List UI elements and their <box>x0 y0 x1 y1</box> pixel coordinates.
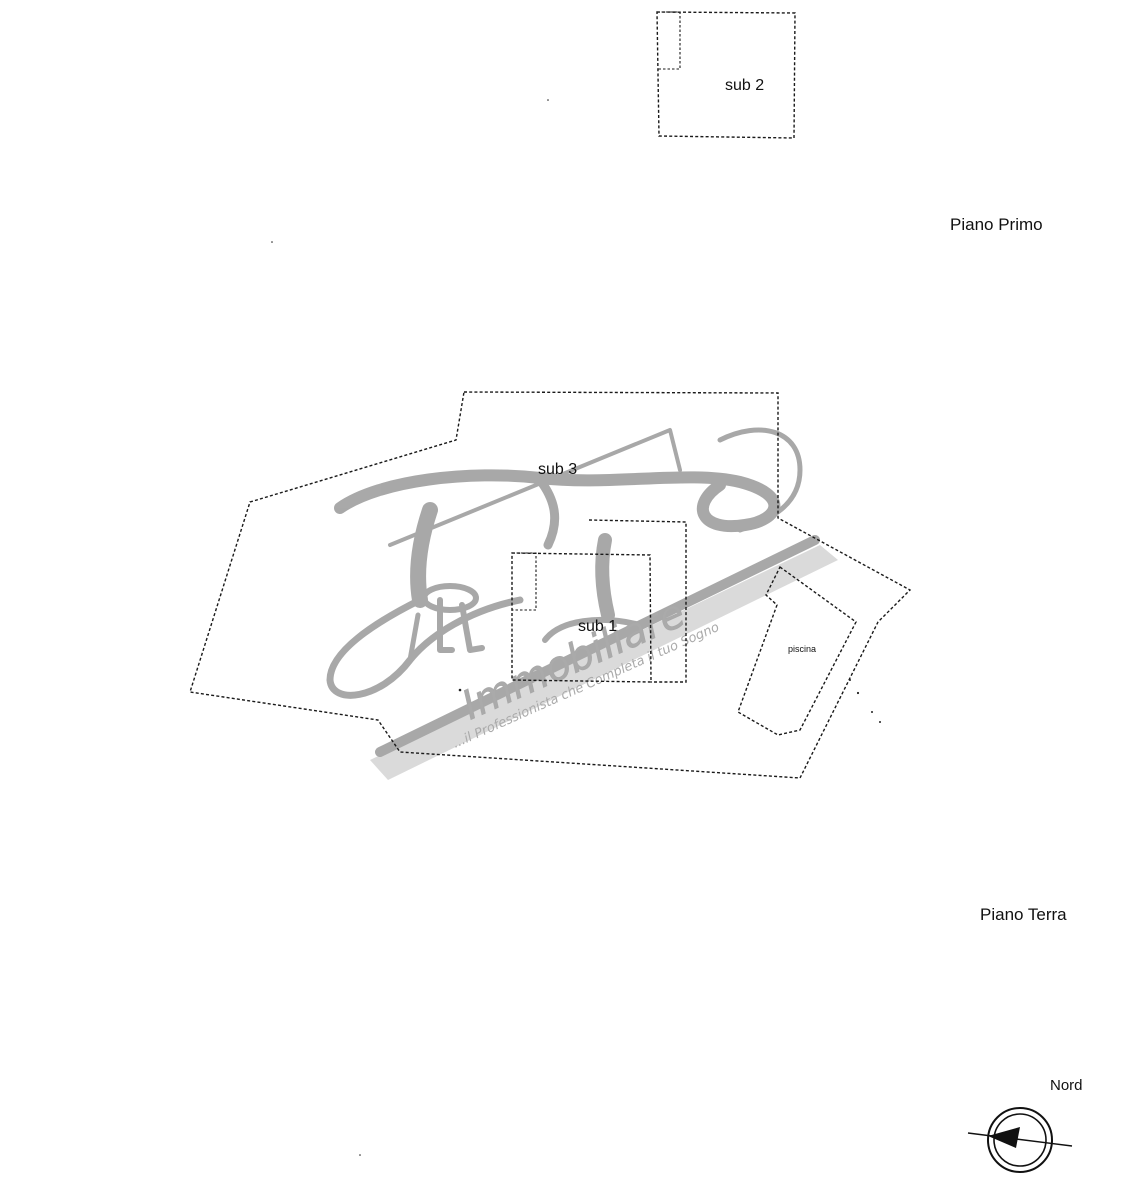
watermark-band <box>370 535 838 780</box>
ground-floor-outline <box>189 391 912 779</box>
room-label-sub-3: sub 3 <box>538 461 577 478</box>
keys-logo-icon <box>326 427 803 699</box>
pool: piscina <box>737 565 857 736</box>
room-label-sub-1: sub 1 <box>578 618 617 635</box>
unit-sub-2: sub 2 <box>656 11 796 139</box>
room-label-piscina: piscina <box>788 644 816 654</box>
unit-sub-1: sub 1 <box>511 519 687 683</box>
watermark: Immobiliare ...il Professionista che Com… <box>326 427 838 780</box>
floor-label-piano-primo: Piano Primo <box>950 215 1043 234</box>
room-label-sub-2: sub 2 <box>725 77 764 94</box>
floor-label-piano-terra: Piano Terra <box>980 905 1067 924</box>
scan-marks <box>271 99 881 1156</box>
north-arrow-icon <box>967 1107 1073 1173</box>
compass-label: Nord <box>1050 1077 1083 1094</box>
